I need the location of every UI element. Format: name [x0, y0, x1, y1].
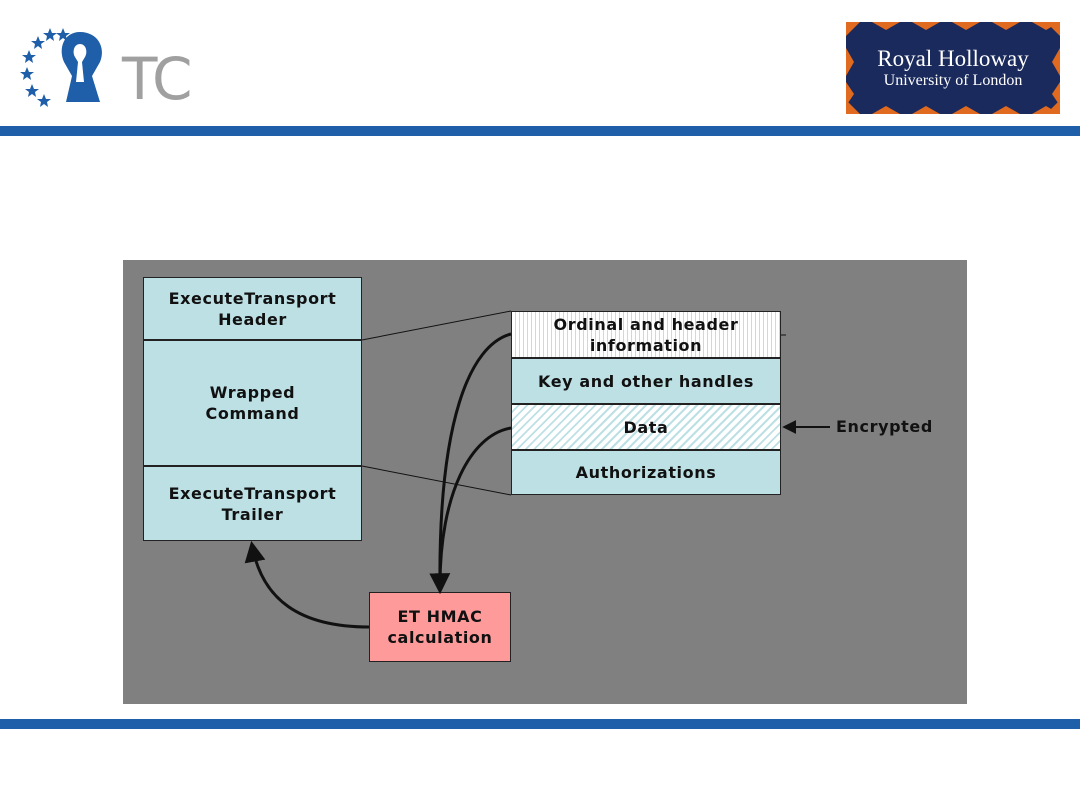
wrapped-command-label: Wrapped Command: [205, 383, 300, 423]
execute-transport-header-label: ExecuteTransport Header: [168, 288, 337, 329]
et-hmac-calculation-box: ET HMAC calculation: [369, 592, 511, 662]
royal-holloway-logo: Royal Holloway University of London: [846, 22, 1060, 114]
top-accent-rule: [0, 126, 1080, 136]
authorizations-row: Authorizations: [511, 450, 781, 495]
royal-holloway-name: Royal Holloway: [877, 46, 1029, 71]
execute-transport-trailer-label: ExecuteTransport Trailer: [168, 483, 337, 524]
ordinal-header-label: Ordinal and header information: [553, 314, 739, 355]
execute-transport-header-box: ExecuteTransport Header: [143, 277, 362, 340]
diamond-pattern-icon: [846, 22, 1060, 114]
data-row: Data: [511, 404, 781, 450]
encrypted-label: Encrypted: [836, 417, 933, 436]
authorizations-label: Authorizations: [575, 463, 717, 482]
keyhole-stars-icon: [20, 28, 102, 107]
university-of-london-name: University of London: [883, 72, 1023, 89]
wrapped-command-box: Wrapped Command: [143, 340, 362, 466]
execute-transport-trailer-box: ExecuteTransport Trailer: [143, 466, 362, 541]
bottom-accent-rule: [0, 719, 1080, 729]
otc-logo: TC: [14, 22, 194, 110]
key-handles-label: Key and other handles: [537, 371, 754, 391]
otc-logo-text: TC: [122, 45, 193, 113]
ordinal-header-row: Ordinal and header information: [511, 311, 781, 358]
data-label: Data: [623, 417, 669, 437]
et-hmac-calculation-label: ET HMAC calculation: [387, 607, 493, 647]
key-handles-row: Key and other handles: [511, 358, 781, 404]
